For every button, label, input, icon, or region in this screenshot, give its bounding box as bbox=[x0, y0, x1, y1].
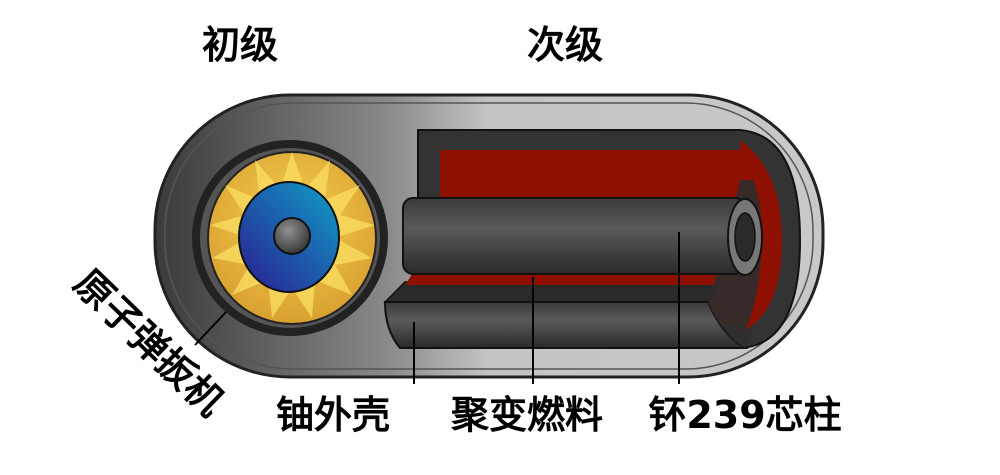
label-fusion-fuel: 聚变燃料 bbox=[450, 393, 603, 437]
fuel-end-face bbox=[740, 140, 782, 330]
plutonium-spark-plug bbox=[402, 197, 746, 275]
label-tamper: 铀外壳 bbox=[276, 393, 390, 437]
casing-inner-edge bbox=[164, 102, 814, 370]
fission-pit bbox=[273, 217, 311, 255]
spark-plug-hole bbox=[734, 212, 756, 262]
label-spark-plug: 钚239芯柱 bbox=[648, 393, 841, 437]
leader-line-trigger bbox=[194, 311, 227, 346]
label-secondary: 次级 bbox=[527, 23, 603, 67]
secondary-stage bbox=[383, 129, 802, 349]
label-primary: 初级 bbox=[202, 23, 278, 67]
primary-stage bbox=[192, 140, 388, 336]
uranium-tamper-front bbox=[383, 301, 749, 349]
